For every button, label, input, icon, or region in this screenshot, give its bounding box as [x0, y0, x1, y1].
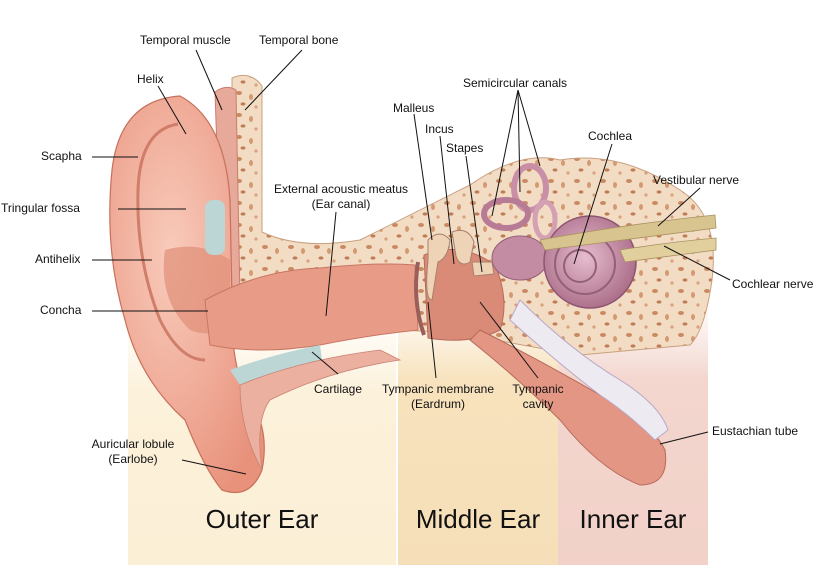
label-vestibular-nerve: Vestibular nerve	[653, 173, 740, 187]
malleus-shape	[426, 233, 451, 301]
label-tympanic-cavity: Tympanic cavity	[512, 382, 563, 412]
cartilage-patch-lower	[230, 345, 322, 385]
leader-external-meatus	[325, 211, 337, 317]
label-concha: Concha	[40, 303, 82, 317]
label-helix: Helix	[137, 72, 164, 86]
label-semicircular-canals: Semicircular canals	[463, 76, 568, 90]
label-cochlea: Cochlea	[588, 129, 633, 143]
label-auricular-lobule-line1: Auricular lobule	[91, 437, 175, 451]
leader-semicircular-3	[517, 89, 541, 167]
label-tringular-fossa: Tringular fossa	[1, 201, 80, 215]
leader-auricular-lobule	[181, 459, 247, 475]
incus-shape	[451, 229, 475, 265]
leader-semicircular-1	[491, 89, 519, 217]
label-tympanic-membrane-line2: (Eardrum)	[410, 397, 466, 411]
leader-eustachian-tube	[659, 431, 709, 445]
leader-temporal-bone	[244, 49, 303, 111]
label-tympanic-membrane: Tympanic membrane (Eardrum)	[382, 382, 494, 412]
leader-temporal-muscle	[195, 49, 223, 111]
leader-cochlear-nerve	[663, 245, 731, 281]
label-external-meatus-line1: External acoustic meatus	[273, 182, 409, 196]
label-cartilage: Cartilage	[314, 382, 363, 396]
label-temporal-muscle: Temporal muscle	[140, 33, 231, 47]
vestibular-nerve-shape	[539, 214, 717, 251]
label-tympanic-cavity-line2: cavity	[522, 397, 554, 411]
leader-tympanic-cavity	[479, 301, 539, 379]
leader-incus	[439, 135, 455, 265]
label-tympanic-membrane-line1: Tympanic membrane	[381, 382, 495, 396]
leader-tympanic-membrane	[427, 301, 437, 379]
label-stapes: Stapes	[446, 141, 484, 155]
label-external-meatus: External acoustic meatus (Ear canal)	[274, 182, 408, 212]
leader-lines	[92, 49, 731, 475]
region-title-inner-ear: Inner Ear	[579, 504, 687, 534]
label-auricular-lobule: Auricular lobule (Earlobe)	[92, 437, 175, 467]
leader-malleus	[413, 113, 433, 241]
vestibule	[491, 235, 549, 281]
region-title-middle-ear: Middle Ear	[415, 504, 541, 534]
tympanic-membrane-shape	[414, 261, 426, 336]
label-scapha: Scapha	[41, 149, 82, 163]
semicircular-canal-3	[532, 199, 558, 241]
label-auricular-lobule-line2: (Earlobe)	[108, 452, 158, 466]
label-eustachian-tube: Eustachian tube	[712, 424, 799, 438]
semicircular-canal-2	[481, 197, 531, 231]
stapes-shape	[471, 261, 495, 277]
label-malleus: Malleus	[393, 101, 435, 115]
leader-cartilage	[311, 351, 339, 375]
label-temporal-bone: Temporal bone	[259, 33, 339, 47]
label-antihelix: Antihelix	[35, 252, 81, 266]
label-tympanic-cavity-line1: Tympanic	[512, 382, 564, 396]
label-cochlear-nerve: Cochlear nerve	[732, 277, 814, 291]
leader-stapes	[465, 155, 483, 273]
eustachian-tube-shape	[469, 329, 667, 486]
leader-cochlea	[573, 143, 613, 265]
eustachian-tube-lining	[509, 299, 669, 441]
cochlear-nerve-shape	[619, 237, 717, 263]
pinna-inner-fold	[136, 122, 206, 362]
cartilage-patch-upper	[205, 200, 225, 255]
leader-vestibular-nerve	[657, 187, 701, 227]
region-title-outer-ear: Outer Ear	[205, 504, 319, 534]
label-external-meatus-line2: (Ear canal)	[311, 197, 371, 211]
label-incus: Incus	[425, 122, 454, 136]
leader-helix	[157, 85, 187, 135]
leader-semicircular-2	[517, 89, 521, 193]
cochlea-turn-3	[563, 249, 597, 283]
canal-lower-tissue	[239, 349, 402, 471]
